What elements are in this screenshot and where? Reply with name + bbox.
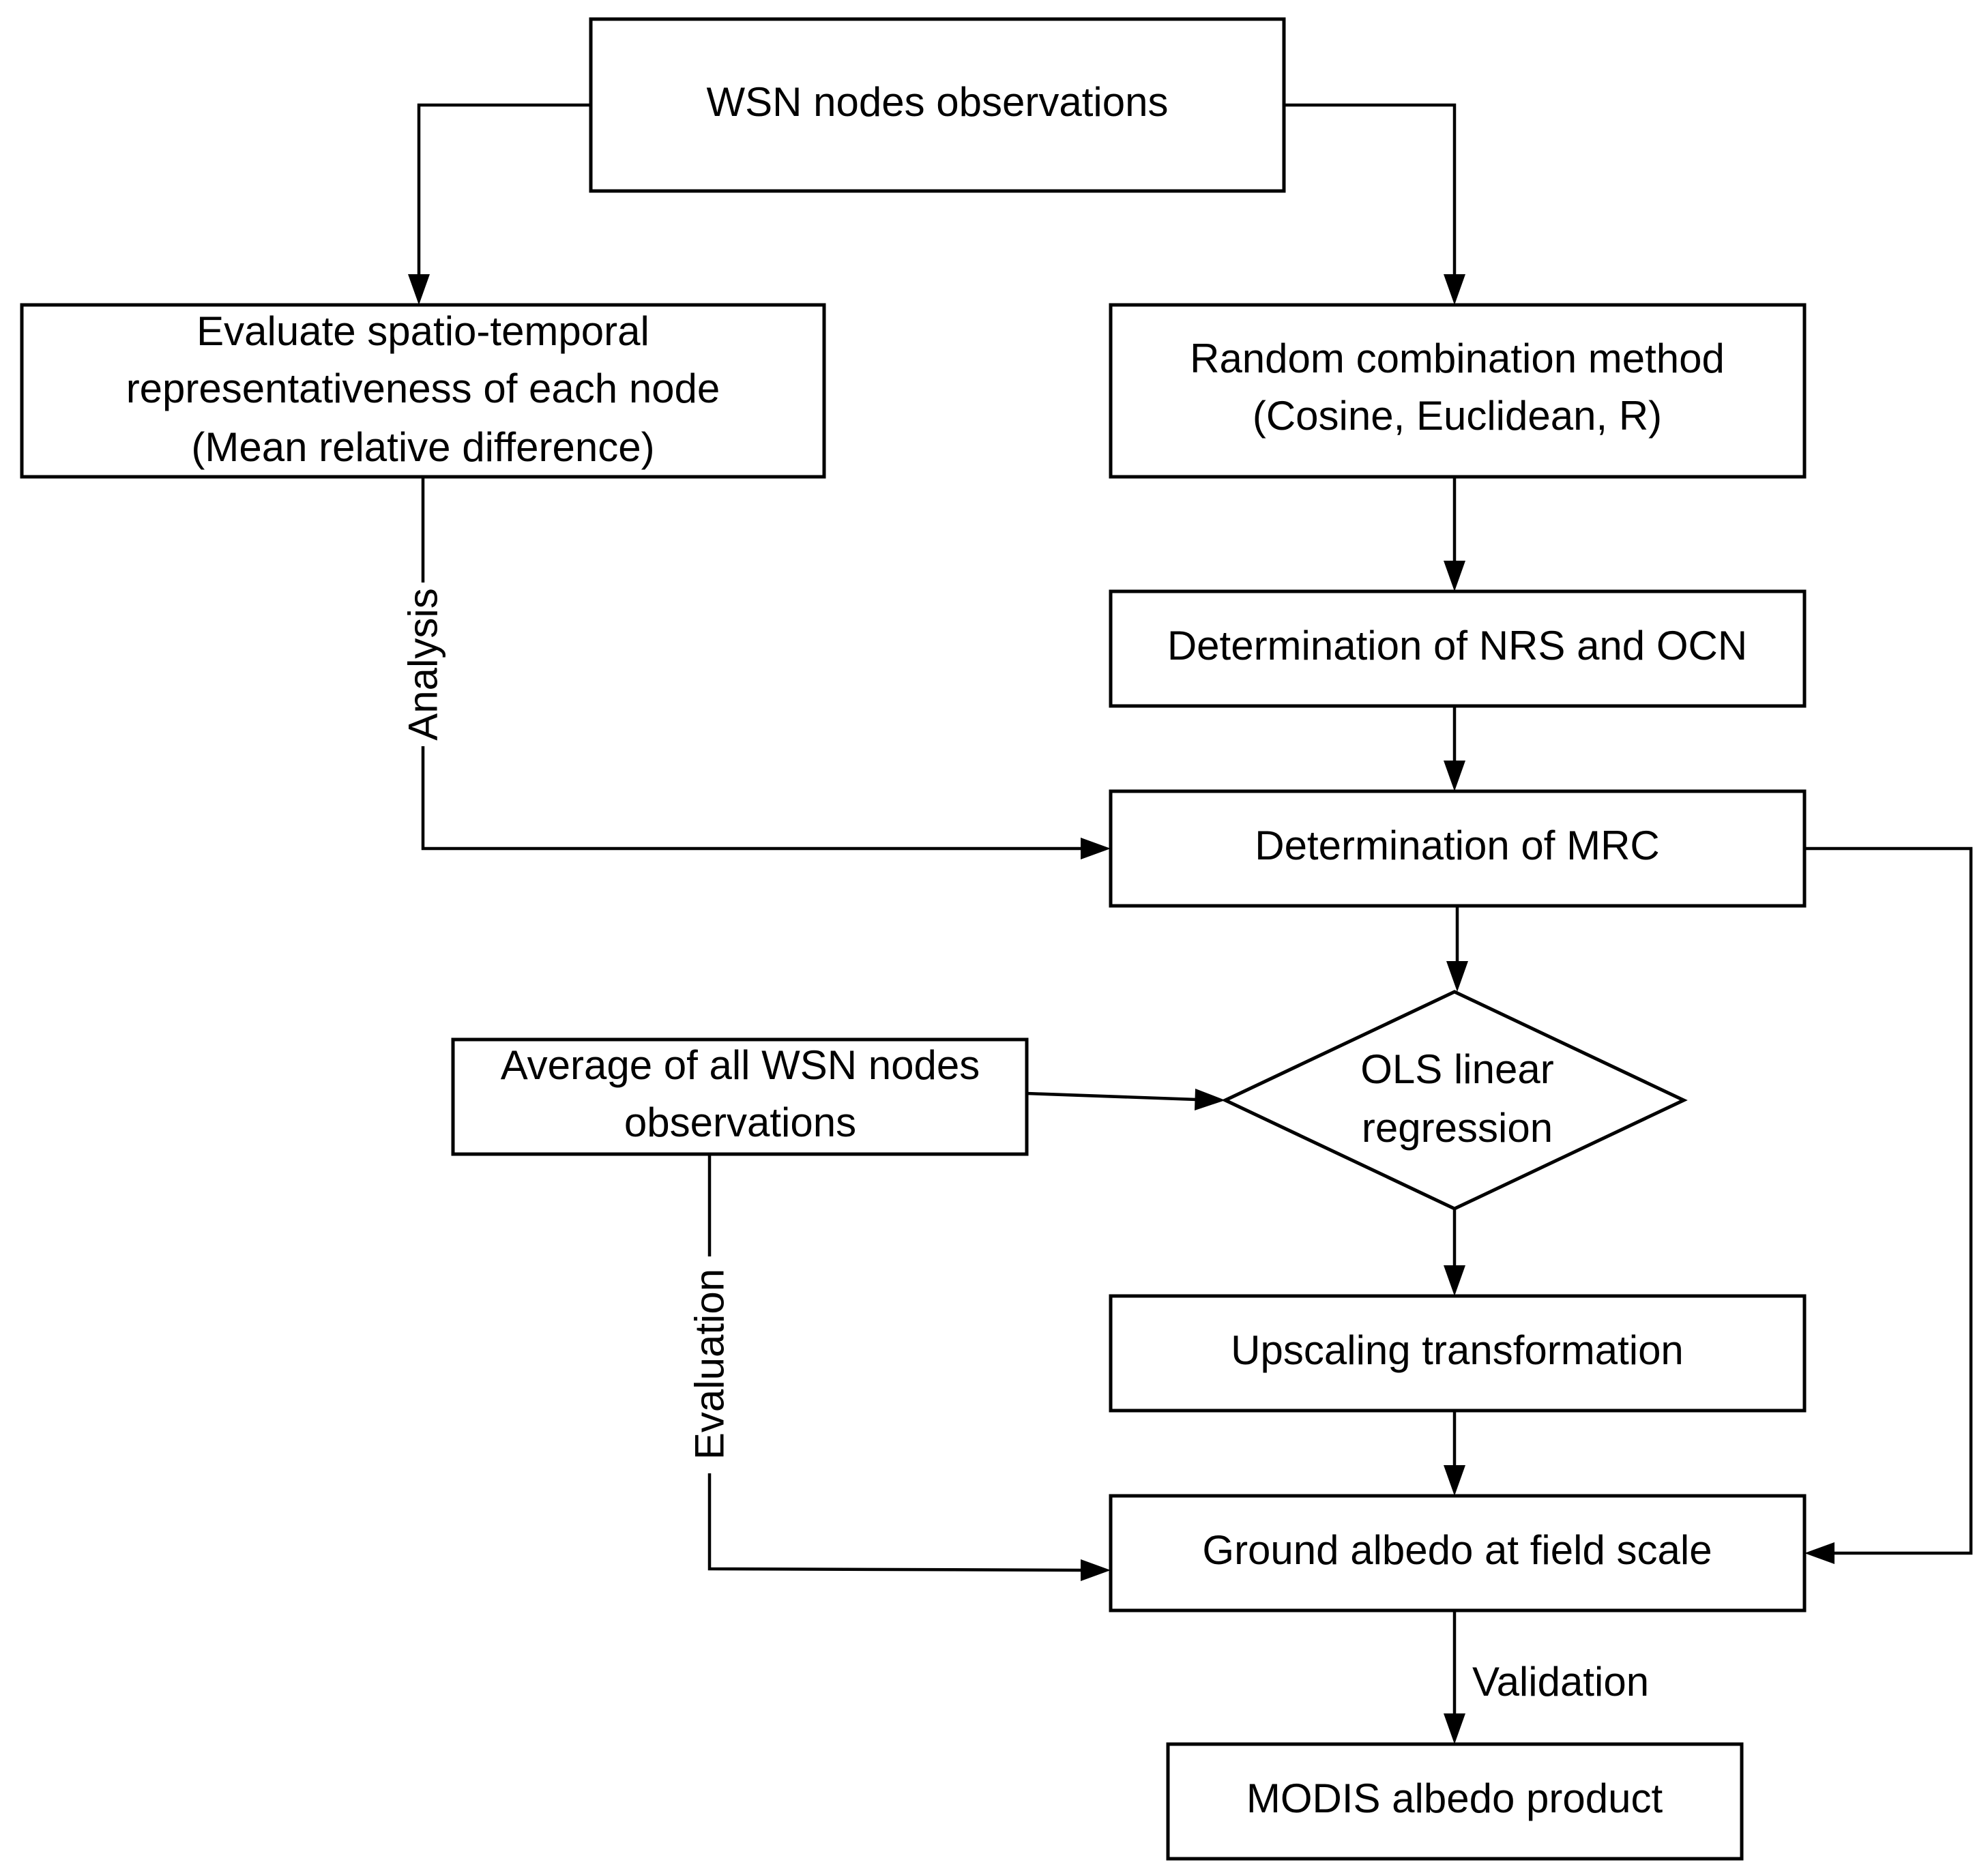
edge-label-evaluation: Evaluation <box>687 1269 733 1460</box>
node-random-combination-method: Random combination method (Cosine, Eucli… <box>1109 303 1807 479</box>
edge-mrc-to-ground <box>1804 846 1973 1564</box>
arrowhead <box>1444 761 1465 791</box>
node-average-wsn-observations: Average of all WSN nodes observations <box>451 1037 1029 1156</box>
node-label-line-2: observations <box>624 1100 856 1145</box>
node-label: Determination of MRC <box>1255 823 1660 868</box>
edge-mrc-to-ols <box>1446 906 1468 992</box>
edge-nrs-to-mrc <box>1444 706 1465 791</box>
node-label-line-2: regression <box>1362 1105 1553 1151</box>
node-wsn-nodes-observations: WSN nodes observations <box>589 17 1286 193</box>
node-label: WSN nodes observations <box>707 79 1169 125</box>
arrowhead <box>1444 1265 1465 1296</box>
arrowhead <box>1444 274 1465 305</box>
edge-average-to-ols <box>1026 1089 1225 1110</box>
edge-evaluate-to-mrc: Analysis <box>400 477 1111 859</box>
edge-average-to-ground: Evaluation <box>687 1154 1111 1581</box>
node-label-line-1: OLS linear <box>1360 1046 1553 1092</box>
arrowhead <box>1081 1559 1111 1581</box>
node-label: Upscaling transformation <box>1231 1327 1684 1373</box>
node-label: Ground albedo at field scale <box>1202 1527 1712 1573</box>
arrowhead <box>1195 1089 1225 1110</box>
node-label-line-1: Evaluate spatio-temporal <box>196 308 649 354</box>
arrowhead <box>408 274 430 305</box>
edge-wsn-to-evaluate <box>408 103 591 305</box>
arrowhead <box>1446 961 1468 992</box>
node-evaluate-representativeness: Evaluate spatio-temporal representativen… <box>20 303 826 479</box>
edge-ols-to-upscaling <box>1444 1209 1465 1296</box>
node-determination-mrc: Determination of MRC <box>1109 789 1807 908</box>
edge-ground-to-modis: Validation <box>1444 1610 1649 1744</box>
node-label-line-2: (Cosine, Euclidean, R) <box>1253 393 1662 439</box>
node-label: MODIS albedo product <box>1246 1776 1663 1821</box>
node-determination-nrs-ocn: Determination of NRS and OCN <box>1109 589 1807 708</box>
edge-upscaling-to-ground <box>1444 1411 1465 1496</box>
node-label-line-2: representativeness of each node <box>126 366 720 411</box>
arrowhead <box>1081 838 1111 859</box>
node-label-line-3: (Mean relative difference) <box>191 424 654 470</box>
arrowhead <box>1444 1465 1465 1496</box>
node-label-line-1: Random combination method <box>1190 336 1725 381</box>
edge-wsn-to-random <box>1284 103 1465 305</box>
node-ols-linear-regression: OLS linear regression <box>1221 990 1688 1211</box>
node-label-line-1: Average of all WSN nodes <box>501 1042 980 1088</box>
node-modis-albedo-product: MODIS albedo product <box>1166 1742 1744 1861</box>
node-upscaling-transformation: Upscaling transformation <box>1109 1294 1807 1413</box>
arrowhead <box>1804 1542 1834 1564</box>
node-label: Determination of NRS and OCN <box>1167 623 1747 668</box>
edge-label-validation: Validation <box>1472 1659 1649 1705</box>
node-ground-albedo-field-scale: Ground albedo at field scale <box>1109 1494 1807 1612</box>
arrowhead <box>1444 1713 1465 1744</box>
arrowhead <box>1444 561 1465 591</box>
edge-random-to-nrs <box>1444 477 1465 591</box>
edge-label-analysis: Analysis <box>400 588 446 740</box>
